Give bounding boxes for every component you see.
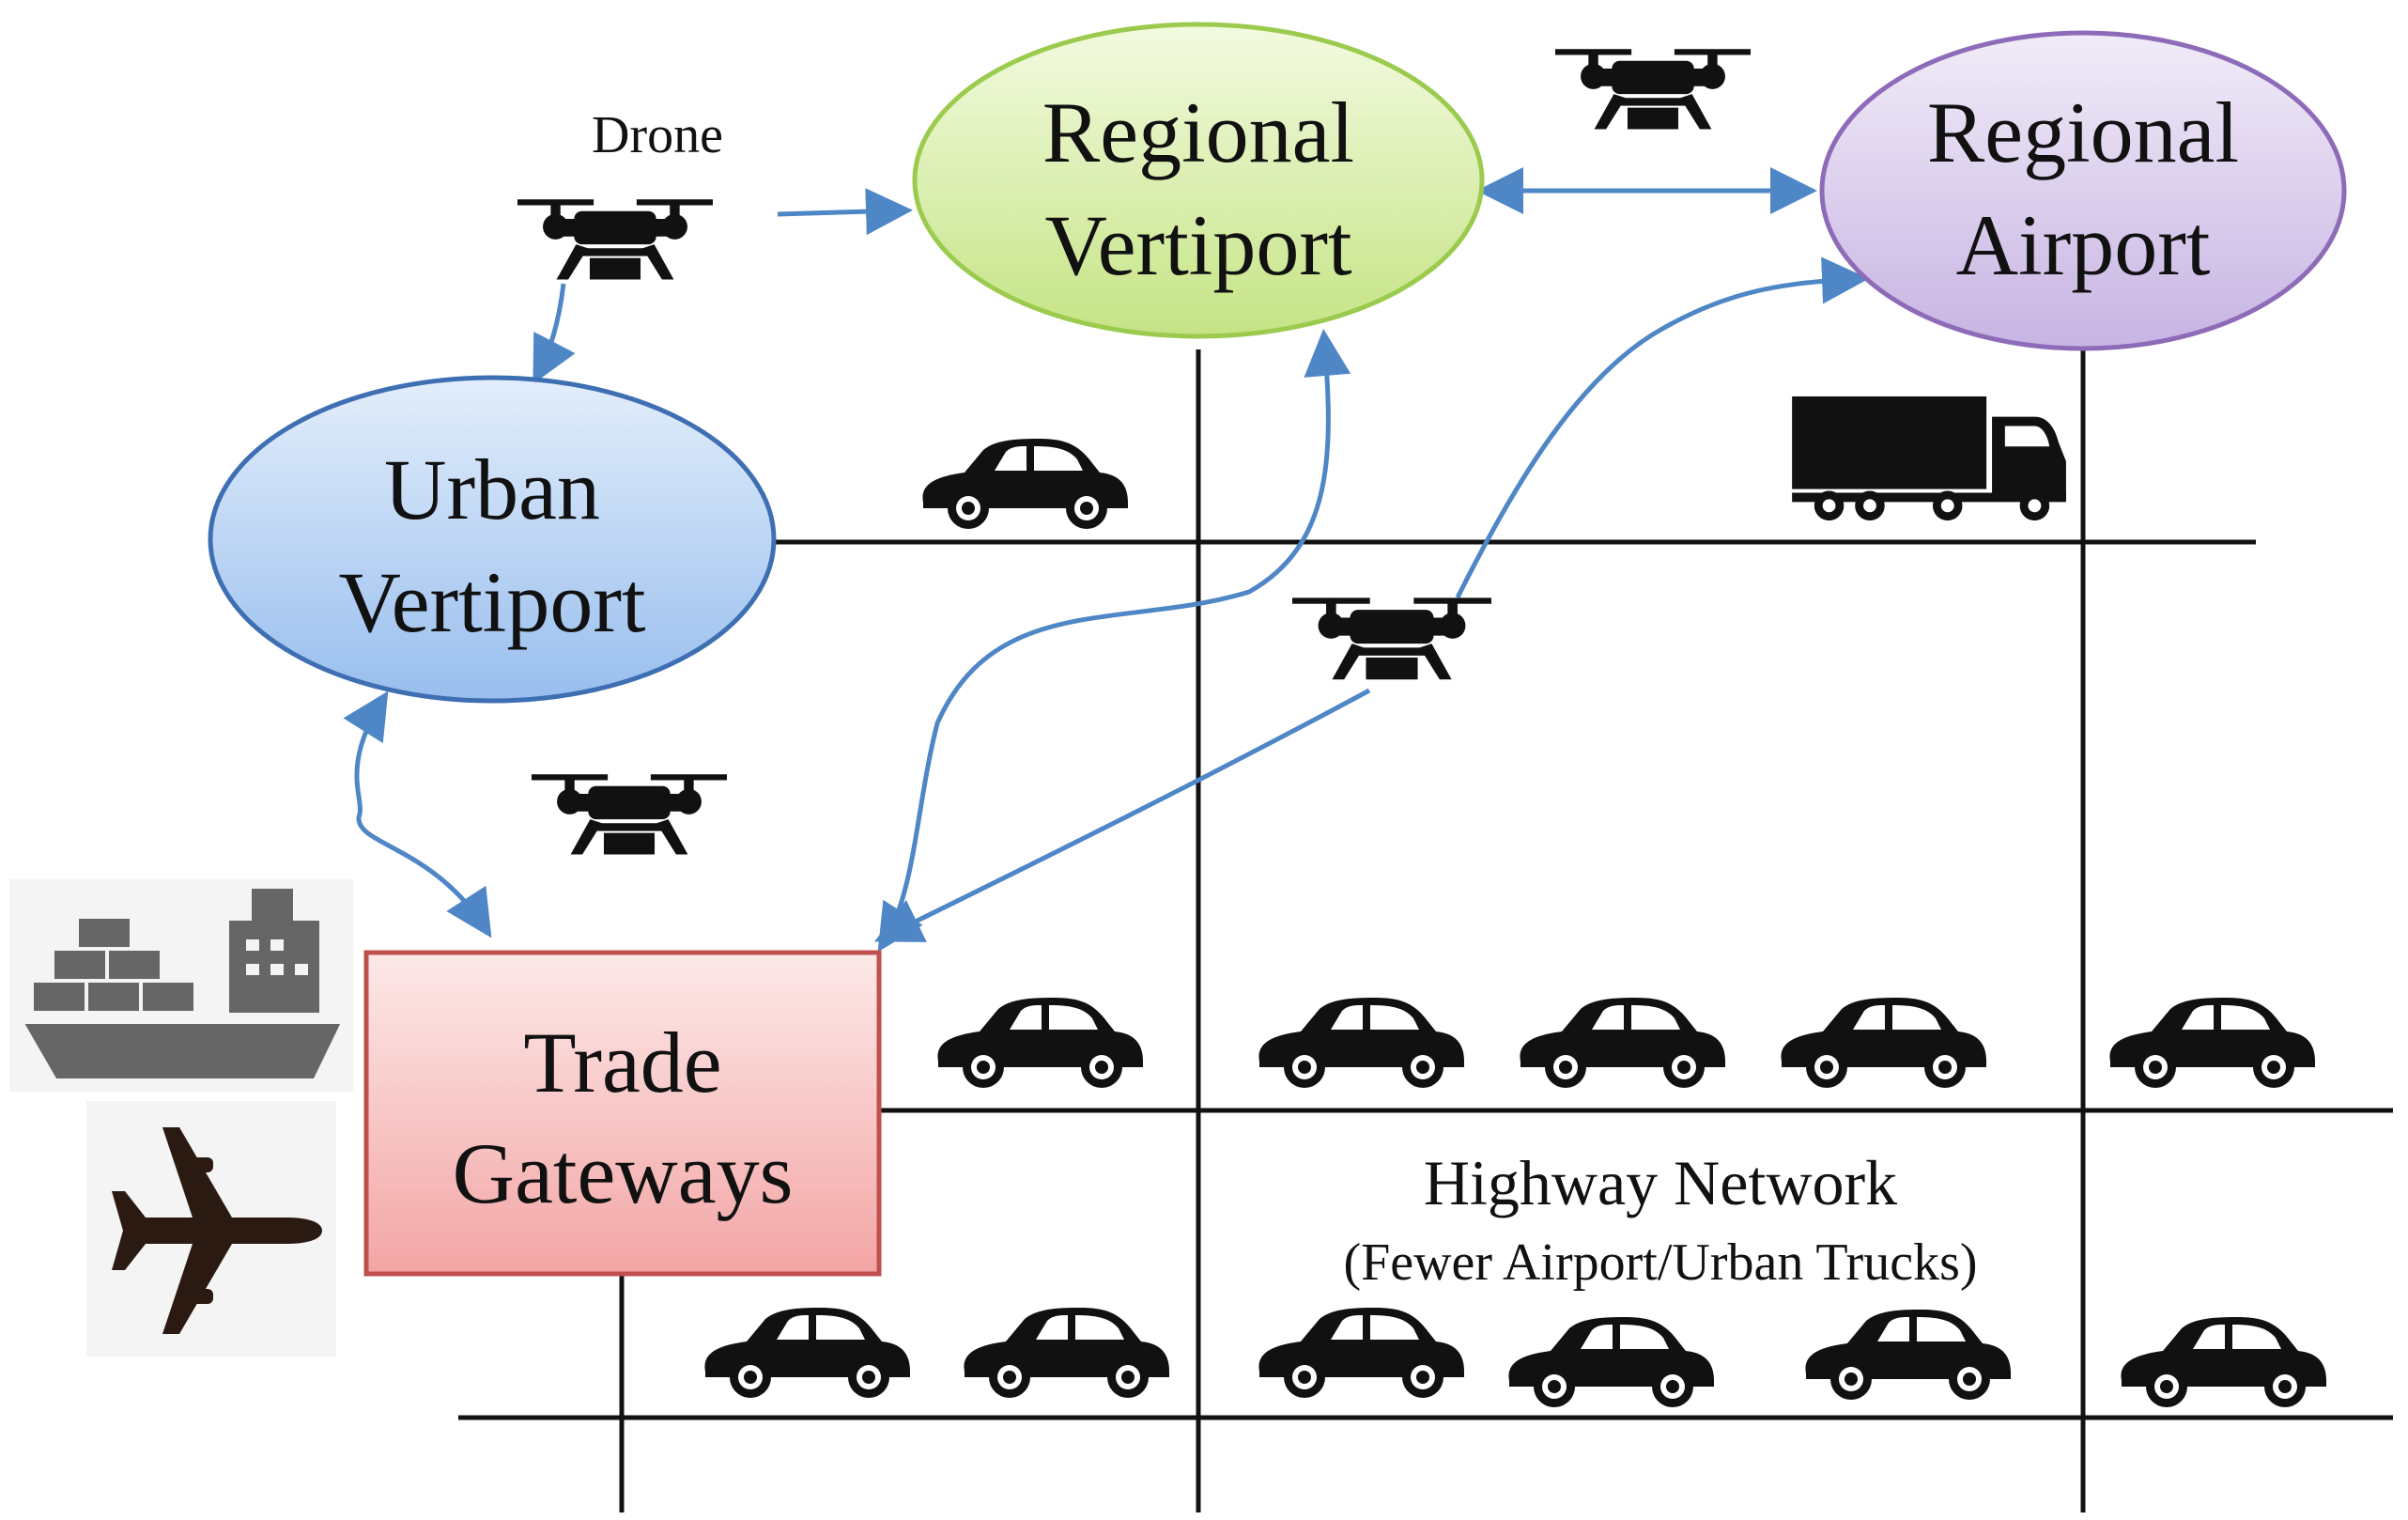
urban-vertiport-node: Urban Vertiport xyxy=(208,375,777,704)
car-icon xyxy=(1508,1317,1714,1407)
car-icon xyxy=(964,1308,1169,1398)
trade-gateways-box xyxy=(363,950,882,1277)
car-icon xyxy=(1258,1308,1464,1398)
drone-icon xyxy=(532,774,727,855)
regional-vertiport-ellipse xyxy=(912,22,1485,339)
urban-vertiport-label-line2: Vertiport xyxy=(338,554,645,650)
airplane-icon xyxy=(86,1101,336,1357)
car-icon xyxy=(1781,998,1986,1088)
drone-icon xyxy=(517,199,713,280)
regional-vertiport-label-line1: Regional xyxy=(1042,85,1354,180)
car-icon xyxy=(1805,1310,2011,1400)
truck-icon xyxy=(1792,396,2066,521)
trade-gateways-label-line2: Gateways xyxy=(453,1125,794,1221)
arrow-drone-to-regional-airport xyxy=(1455,256,1869,599)
urban-vertiport-label-line1: Urban xyxy=(384,442,600,537)
regional-vertiport-label-line2: Vertiport xyxy=(1044,197,1351,293)
arrow-drone-to-urban-vertiport xyxy=(533,283,576,384)
regional-vertiport-node: Regional Vertiport xyxy=(912,22,1485,339)
arrow-regional-vertiport-trade-gateways xyxy=(877,329,1351,953)
highway-network-title: Highway Network xyxy=(1424,1147,1897,1218)
car-icon xyxy=(1520,998,1725,1088)
car-icon xyxy=(704,1308,910,1398)
arrow-urban-vertiport-trade-gateways xyxy=(343,690,492,938)
arrow-drone-to-regional-vertiport xyxy=(777,188,913,236)
regional-airport-ellipse xyxy=(1819,30,2347,351)
car-icon xyxy=(937,998,1143,1088)
trade-gateways-label-line1: Trade xyxy=(523,1015,721,1110)
drone-icon xyxy=(1555,49,1751,130)
car-icon xyxy=(2109,998,2315,1088)
car-icon xyxy=(1258,998,1464,1088)
urban-vertiport-ellipse xyxy=(208,375,777,704)
trade-gateways-node: Trade Gateways xyxy=(363,950,882,1277)
highway-network-subtitle: (Fewer Airport/Urban Trucks) xyxy=(1343,1233,1977,1292)
drone-icon xyxy=(1292,597,1491,680)
connections xyxy=(343,167,1869,953)
regional-airport-label-line2: Airport xyxy=(1956,197,2211,293)
arrow-drone-to-trade-gateways xyxy=(874,688,1371,942)
regional-airport-node: Regional Airport xyxy=(1819,30,2347,351)
cargo-ship-icon xyxy=(9,879,353,1092)
car-icon xyxy=(2121,1317,2326,1407)
car-icon xyxy=(922,439,1128,529)
regional-airport-label-line1: Regional xyxy=(1927,85,2239,180)
drone-label: Drone xyxy=(592,106,723,164)
